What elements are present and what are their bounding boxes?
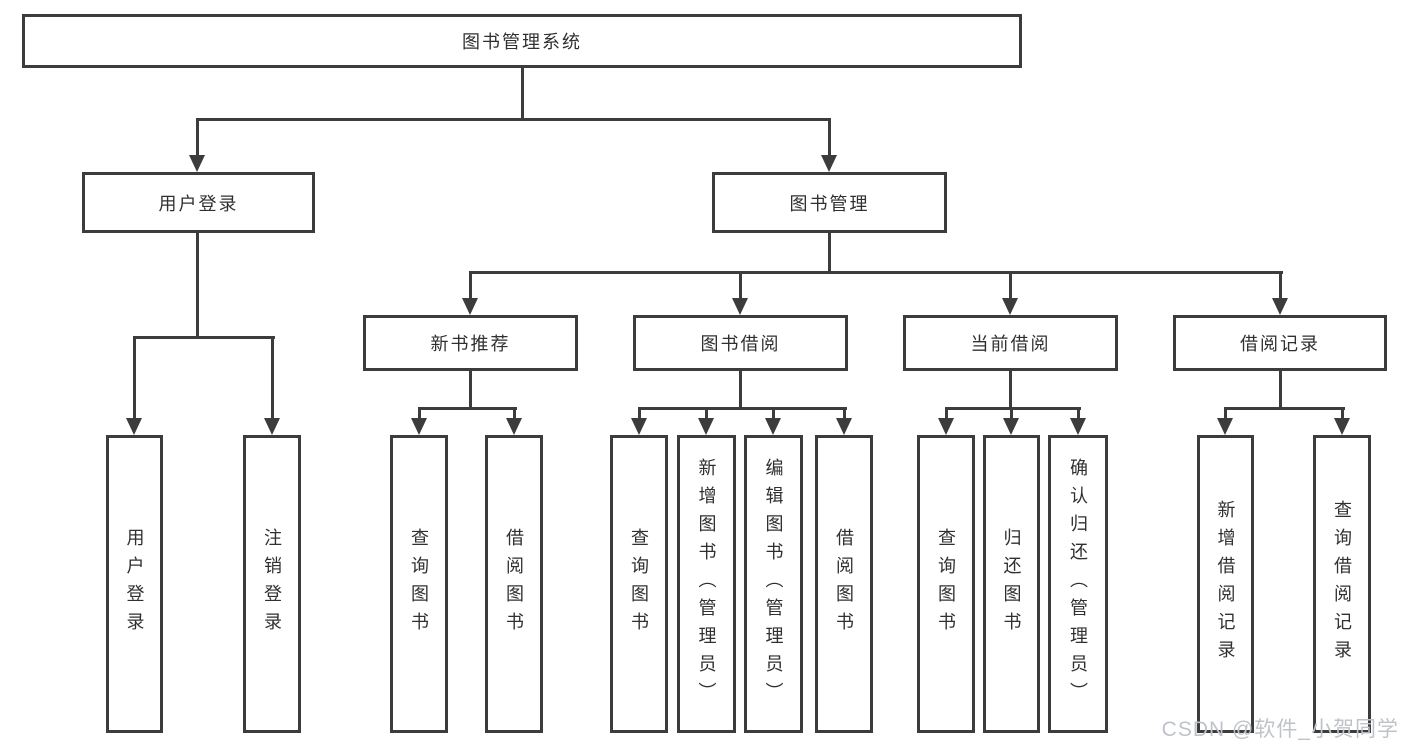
leaf-add-borrow-record: 新增借阅记录 bbox=[1197, 435, 1254, 733]
node-user-login-label: 用户登录 bbox=[158, 193, 239, 214]
connector-line bbox=[828, 118, 831, 157]
leaf-label: 注销登录 bbox=[262, 528, 282, 640]
node-borrow-records: 借阅记录 bbox=[1173, 315, 1387, 371]
connector-line bbox=[945, 407, 948, 420]
leaf-label: 用户登录 bbox=[124, 528, 145, 640]
arrow-down-icon bbox=[631, 418, 647, 435]
node-user-login: 用户登录 bbox=[82, 172, 315, 233]
leaf-label: 查询图书 bbox=[629, 528, 649, 640]
arrow-down-icon bbox=[1272, 298, 1288, 315]
leaf-label: 新增借阅记录 bbox=[1215, 500, 1236, 668]
connector-line bbox=[1009, 371, 1012, 410]
arrow-down-icon bbox=[821, 155, 837, 172]
connector-line bbox=[705, 407, 708, 420]
node-book-management: 图书管理 bbox=[712, 172, 947, 233]
arrow-down-icon bbox=[411, 418, 427, 435]
arrow-down-icon bbox=[1070, 418, 1086, 435]
connector-line bbox=[1224, 407, 1345, 410]
node-current-borrow: 当前借阅 bbox=[903, 315, 1118, 371]
connector-line bbox=[945, 407, 1081, 410]
leaf-logout: 注销登录 bbox=[243, 435, 301, 733]
connector-line bbox=[418, 407, 421, 420]
arrow-down-icon bbox=[1003, 418, 1019, 435]
leaf-query-books-3: 查询图书 bbox=[917, 435, 975, 733]
connector-line bbox=[196, 233, 199, 339]
connector-line bbox=[1279, 271, 1282, 301]
leaf-borrow-books-2: 借阅图书 bbox=[815, 435, 873, 733]
connector-line bbox=[196, 118, 199, 157]
connector-line bbox=[521, 68, 524, 121]
arrow-down-icon bbox=[189, 155, 205, 172]
node-borrow-records-label: 借阅记录 bbox=[1240, 334, 1320, 354]
leaf-return-books: 归还图书 bbox=[983, 435, 1040, 733]
leaf-borrow-books-1: 借阅图书 bbox=[485, 435, 543, 733]
leaf-confirm-return-admin: 确认归还（管理员） bbox=[1048, 435, 1108, 733]
connector-line bbox=[1341, 407, 1344, 420]
leaf-label: 确认归还（管理员） bbox=[1068, 458, 1088, 710]
arrow-down-icon bbox=[506, 418, 522, 435]
leaf-query-books-1: 查询图书 bbox=[390, 435, 448, 733]
connector-line bbox=[1224, 407, 1227, 420]
leaf-edit-books-admin: 编辑图书（管理员） bbox=[744, 435, 803, 733]
connector-line bbox=[469, 271, 472, 301]
leaf-query-books-2: 查询图书 bbox=[610, 435, 668, 733]
leaf-label: 借阅图书 bbox=[504, 528, 524, 640]
leaf-label: 新增图书（管理员） bbox=[696, 458, 717, 710]
arrow-down-icon bbox=[765, 418, 781, 435]
leaf-user-login: 用户登录 bbox=[106, 435, 163, 733]
connector-line bbox=[739, 371, 742, 410]
connector-line bbox=[1009, 271, 1012, 301]
connector-line bbox=[1279, 371, 1282, 410]
leaf-label: 归还图书 bbox=[1001, 528, 1022, 640]
connector-line bbox=[638, 407, 641, 420]
node-book-borrow-label: 图书借阅 bbox=[700, 334, 781, 354]
connector-line bbox=[133, 336, 275, 339]
leaf-label: 借阅图书 bbox=[834, 528, 854, 640]
arrow-down-icon bbox=[1002, 298, 1018, 315]
connector-line bbox=[469, 271, 1283, 274]
leaf-label: 编辑图书（管理员） bbox=[763, 458, 784, 710]
node-current-borrow-label: 当前借阅 bbox=[970, 334, 1051, 354]
leaf-add-books-admin: 新增图书（管理员） bbox=[677, 435, 736, 733]
leaf-label: 查询图书 bbox=[936, 528, 956, 640]
arrow-down-icon bbox=[698, 418, 714, 435]
node-book-management-label: 图书管理 bbox=[789, 193, 870, 214]
connector-line bbox=[513, 407, 516, 420]
node-book-borrow: 图书借阅 bbox=[633, 315, 848, 371]
connector-line bbox=[843, 407, 846, 420]
connector-line bbox=[739, 271, 742, 301]
node-root-label: 图书管理系统 bbox=[462, 32, 582, 52]
csdn-watermark: CSDN @软件_小贺同学 bbox=[1161, 718, 1399, 741]
connector-line bbox=[196, 118, 831, 121]
connector-line bbox=[1077, 407, 1080, 420]
arrow-down-icon bbox=[836, 418, 852, 435]
arrow-down-icon bbox=[732, 298, 748, 315]
connector-line bbox=[638, 407, 847, 410]
connector-line bbox=[418, 407, 517, 410]
connector-line bbox=[1010, 407, 1013, 420]
connector-line bbox=[469, 371, 472, 410]
arrow-down-icon bbox=[938, 418, 954, 435]
arrow-down-icon bbox=[264, 418, 280, 435]
leaf-label: 查询图书 bbox=[409, 528, 429, 640]
node-new-book-recommend-label: 新书推荐 bbox=[430, 334, 511, 354]
connector-line bbox=[828, 233, 831, 274]
connector-line bbox=[271, 336, 274, 420]
leaf-label: 查询借阅记录 bbox=[1332, 500, 1352, 668]
arrow-down-icon bbox=[126, 418, 142, 435]
node-root: 图书管理系统 bbox=[22, 14, 1022, 68]
connector-line bbox=[133, 336, 136, 420]
connector-line bbox=[772, 407, 775, 420]
node-new-book-recommend: 新书推荐 bbox=[363, 315, 578, 371]
arrow-down-icon bbox=[462, 298, 478, 315]
arrow-down-icon bbox=[1334, 418, 1350, 435]
leaf-query-borrow-record: 查询借阅记录 bbox=[1313, 435, 1371, 733]
arrow-down-icon bbox=[1217, 418, 1233, 435]
